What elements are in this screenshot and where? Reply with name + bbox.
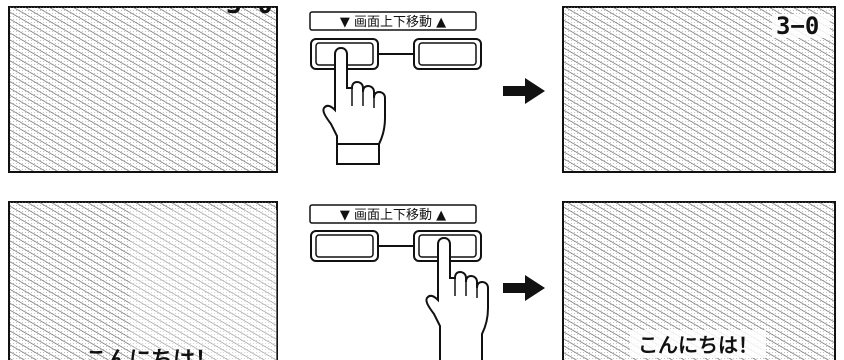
scroll-button-group-2: ▼ 画面上下移動 ▲ (309, 204, 489, 360)
right-arrow-icon (503, 78, 545, 104)
before-screen-2-text: こんにちは！ (85, 348, 217, 360)
down-button-1[interactable] (413, 38, 482, 70)
hand-pointer-icon (322, 46, 386, 165)
scroll-label-1: ▼ 画面上下移動 ▲ (340, 15, 446, 30)
up-button-2[interactable] (310, 230, 379, 262)
before-screen-1-text: 3−0 (226, 0, 273, 20)
after-screen-2-text: こんにちは！ (638, 333, 758, 357)
row-1: 3−0 ▼ 画面上下移動 ▲ (8, 0, 836, 173)
scroll-label-2: ▼ 画面上下移動 ▲ (340, 208, 446, 223)
before-screen-2: こんにちは！ (8, 201, 278, 360)
after-screen-1-text: 3−0 (776, 12, 819, 40)
before-screen-1: 3−0 (8, 0, 278, 173)
row-2: こんにちは！ ▼ 画面上下移動 ▲ (8, 201, 836, 360)
after-screen-2: こんにちは！ (562, 201, 836, 360)
scroll-button-group-1: ▼ 画面上下移動 ▲ (309, 11, 482, 165)
right-arrow-icon (503, 275, 545, 301)
after-screen-1: 3−0 (562, 6, 836, 173)
hand-pointer-icon (425, 236, 489, 360)
